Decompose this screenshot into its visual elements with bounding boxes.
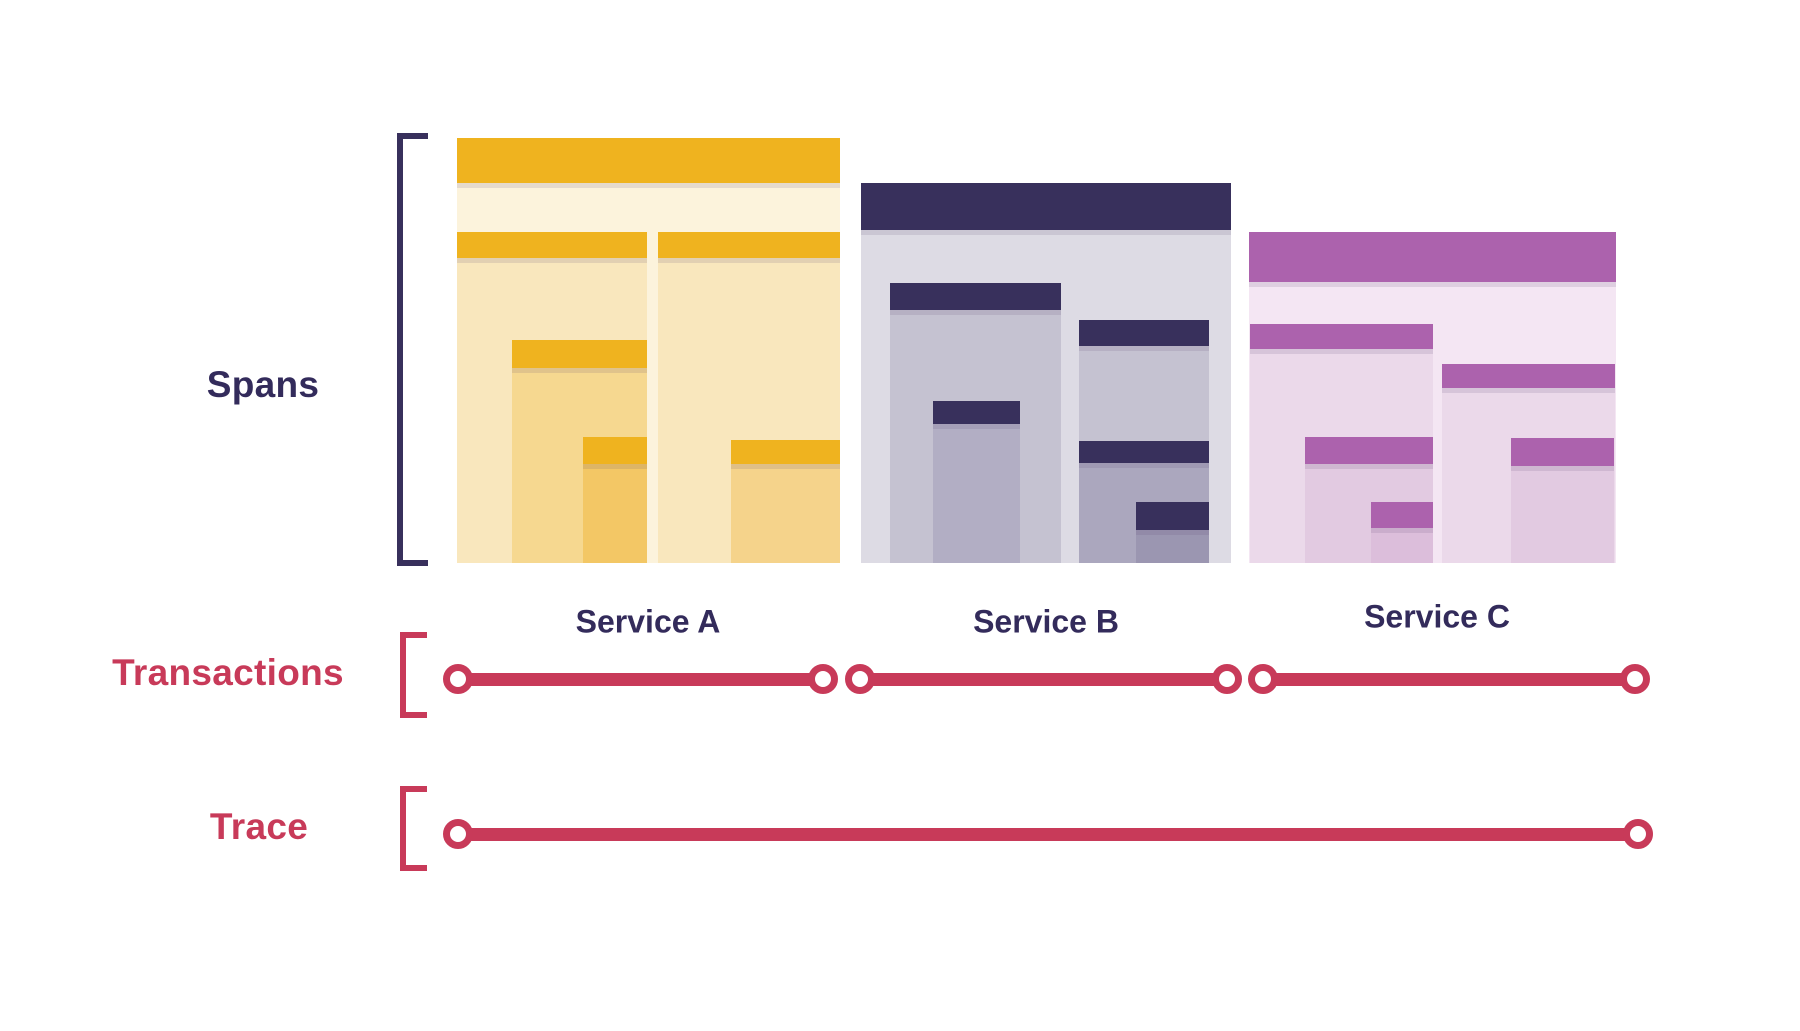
span-header-root <box>1249 232 1616 282</box>
transaction-3-end-circle-icon <box>1620 664 1650 694</box>
span-header-root <box>457 138 840 183</box>
span-header-grandchild-1 <box>512 340 647 368</box>
service-b-label: Service B <box>973 603 1119 640</box>
span-body-grandchild-2 <box>731 464 840 563</box>
span-header-child-2 <box>1442 364 1615 388</box>
span-body-great-grandchild <box>1136 530 1209 563</box>
spans-bracket-icon <box>397 133 428 566</box>
transaction-3-start-circle-icon <box>1248 664 1278 694</box>
span-body-grandchild-1 <box>933 424 1020 563</box>
span-header-grandchild-2 <box>1511 438 1614 466</box>
transactions-bracket-icon <box>400 632 427 718</box>
span-header-great-grandchild <box>1371 502 1433 528</box>
transactions-label: Transactions <box>112 652 344 693</box>
span-header-child-2 <box>658 232 840 258</box>
span-header-child-2 <box>1079 320 1209 346</box>
transaction-1-end-circle-icon <box>808 664 838 694</box>
span-header-child-1 <box>890 283 1061 310</box>
transaction-1-start-circle-icon <box>443 664 473 694</box>
trace-end-circle-icon <box>1623 819 1653 849</box>
span-header-root <box>861 183 1231 230</box>
trace-line <box>458 827 1638 841</box>
transaction-2-end-circle-icon <box>1212 664 1242 694</box>
span-header-child-1 <box>1250 324 1433 349</box>
transaction-2-line <box>860 672 1227 686</box>
service-a-label: Service A <box>575 603 721 640</box>
transaction-1-line <box>458 672 823 686</box>
span-body-great-grandchild <box>1371 528 1433 563</box>
transaction-3-line <box>1263 672 1635 686</box>
span-body-great-grandchild <box>583 464 647 563</box>
span-header-grandchild-1 <box>933 401 1020 424</box>
trace-bracket-icon <box>400 786 427 871</box>
span-header-grandchild-2 <box>731 440 840 464</box>
transaction-2-start-circle-icon <box>845 664 875 694</box>
trace-label: Trace <box>209 806 309 847</box>
span-header-grandchild-2 <box>1079 441 1209 463</box>
span-body-grandchild-2 <box>1511 466 1614 563</box>
service-c-label: Service C <box>1364 598 1510 635</box>
span-header-great-grandchild <box>1136 502 1209 530</box>
span-header-child-1 <box>457 232 647 258</box>
span-header-great-grandchild <box>583 437 647 464</box>
span-header-grandchild-1 <box>1305 437 1433 464</box>
trace-start-circle-icon <box>443 819 473 849</box>
spans-label: Spans <box>206 364 320 405</box>
